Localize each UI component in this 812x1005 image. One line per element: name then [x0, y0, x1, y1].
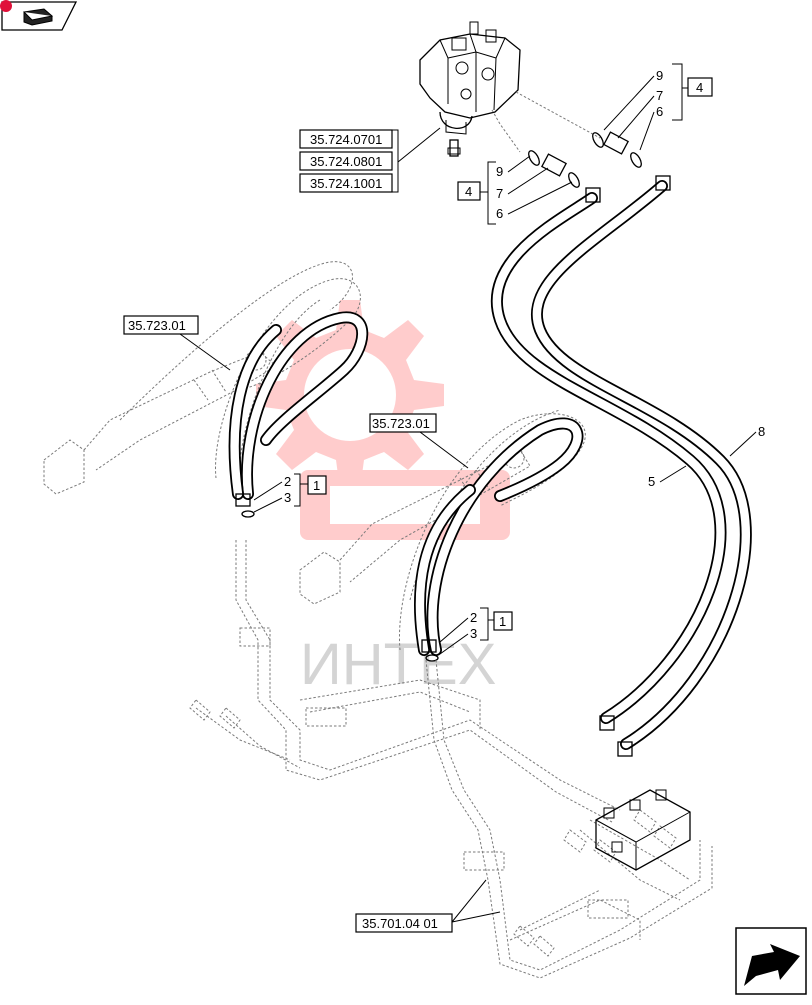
part-number-9: 9 — [656, 68, 663, 83]
lines-ref-label[interactable]: 35.701.04 01 — [362, 916, 438, 931]
part-number-2: 2 — [284, 474, 291, 489]
hose-number-5: 5 — [648, 474, 655, 489]
hose-number-8: 8 — [758, 424, 765, 439]
rigid-lines — [189, 540, 713, 979]
valve-ref-3[interactable]: 35.724.1001 — [310, 176, 382, 191]
part-number-3: 3 — [284, 490, 291, 505]
cylinder-ref-left[interactable]: 35.723.01 — [128, 318, 186, 333]
cylinder-ref-right[interactable]: 35.723.01 — [372, 416, 430, 431]
control-valve — [419, 21, 521, 157]
part-number-3: 3 — [470, 626, 477, 641]
part-number-7: 7 — [656, 88, 663, 103]
group-ref-1-right[interactable]: 1 — [499, 614, 506, 629]
book-icon[interactable] — [0, 0, 78, 31]
part-number-7: 7 — [496, 186, 503, 201]
part-number-9: 9 — [496, 164, 503, 179]
part-number-6: 6 — [656, 104, 663, 119]
valve-ref-2[interactable]: 35.724.0801 — [310, 154, 382, 169]
watermark-text: ИНТЕХ — [300, 632, 496, 697]
valve-ref-1[interactable]: 35.724.0701 — [310, 132, 382, 147]
part-number-2: 2 — [470, 610, 477, 625]
lines-ref: 35.701.04 01 — [355, 879, 501, 933]
part-number-6: 6 — [496, 206, 503, 221]
distributor-fittings — [595, 789, 691, 871]
adapter-callout-mid: 9 7 6 4 — [457, 150, 580, 225]
watermark-gear-logo — [256, 300, 510, 540]
right-cylinder-ref: 35.723.01 2 3 1 — [369, 413, 513, 655]
main-hoses: 8 5 — [491, 175, 765, 757]
group-ref-4-mid[interactable]: 4 — [465, 184, 472, 199]
adapter-callout-top-right: 9 7 6 4 — [592, 63, 713, 168]
left-cylinder-ref: 35.723.01 2 3 1 — [123, 315, 327, 513]
left-cylinder — [43, 261, 369, 518]
group-ref-4-top[interactable]: 4 — [696, 80, 703, 95]
right-cylinder — [299, 409, 586, 662]
group-ref-1-left[interactable]: 1 — [313, 478, 320, 493]
valve-ref-group: 35.724.0701 35.724.0801 35.724.1001 — [299, 127, 441, 193]
next-page-arrow-icon[interactable] — [735, 927, 807, 995]
